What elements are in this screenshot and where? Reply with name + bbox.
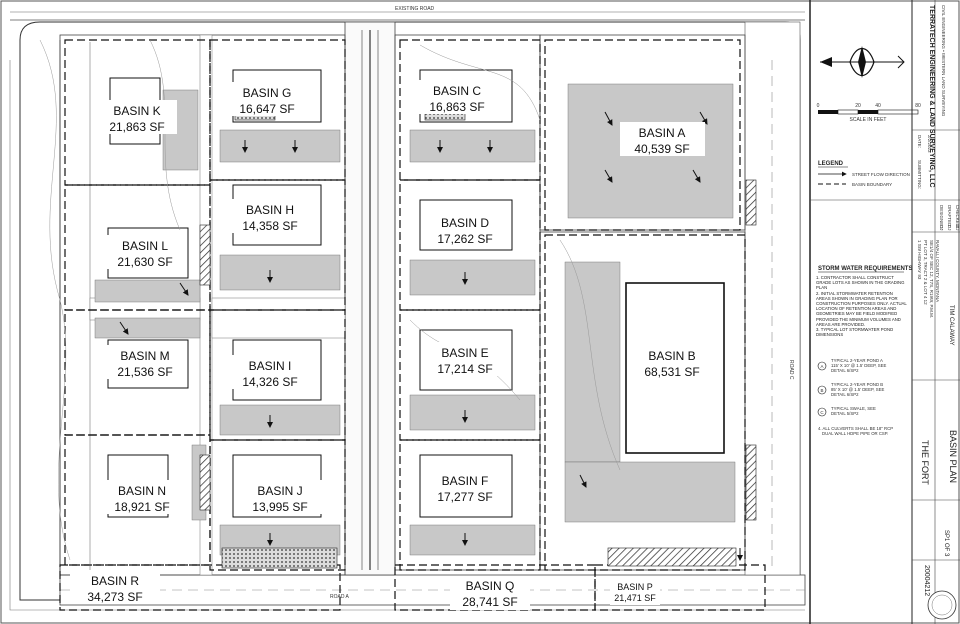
submitting-label: SUBMITTING: [917,160,922,189]
pond-a-key: A [820,364,823,369]
storm-water-notes: STORM WATER REQUIREMENTS 1. CONTRACTOR S… [816,266,912,436]
basin-n-name: BASIN N [118,484,166,498]
basin-c-name: BASIN C [433,84,481,98]
company-logo: TERRATECH ENGINEERING & LAND SURVEYING, … [928,5,946,188]
location-line-3: SE1/4 OF SEC 12, T7S, R19W, P.M.M. [929,240,934,318]
storm-note-4-line-1: 4. ALL CULVERTS SHALL BE 18" RCP [818,426,893,431]
basin-f-name: BASIN F [442,474,489,488]
swale-c-key: C [820,410,824,415]
existing-road-label: EXISTING ROAD [395,6,435,12]
designed-value: DJ [939,225,944,231]
basin-r-area: 34,273 SF [87,590,142,604]
basin-l-name: BASIN L [122,239,168,253]
client-name: TIM CALAWAY [948,305,954,345]
basin-h-name: BASIN H [246,203,294,217]
basin-m-name: BASIN M [120,349,169,363]
storm-note-4-line-2: DUAL WALL HDPE PIPE OR CSP. [822,431,888,436]
pond-a-line-3: DETAIL 6/SP2 [831,368,859,373]
title-block: TERRATECH ENGINEERING & LAND SURVEYING, … [810,0,960,624]
location-line-1: 1 SW HIGHWAY 93 [917,240,922,280]
basin-p-name: BASIN P [617,582,653,592]
company-sub: CIVIL ENGINEERING • WESTERN LAND SURVEYI… [941,5,946,117]
storm-note-1: 1. CONTRACTOR SHALL CONSTRUCT GRADE LOTS… [816,275,905,291]
basin-m-area: 21,536 SF [117,365,172,379]
basin-k-area: 21,863 SF [109,120,164,134]
drafted-label: DRAFTED: [947,205,952,228]
basin-c-area: 16,863 SF [429,100,484,114]
legend-item-flow: STREET FLOW DIRECTION [852,172,910,177]
pond-b: B TYPICAL 2-YEAR POND B 85' X 10' @ 1.5'… [817,382,884,397]
basin-q-name: BASIN Q [466,579,515,593]
basin-g-area: 16,647 SF [239,102,294,116]
scale-caption: SCALE IN FEET [850,117,887,123]
basin-i-name: BASIN I [249,359,292,373]
basin-g-name: BASIN G [243,86,292,100]
pond-b-line-2: 85' X 10' @ 1.5' DEEP, SEE [831,387,884,392]
pond-b-line-1: TYPICAL 2-YEAR POND B [831,382,883,387]
basin-j-area: 13,995 SF [252,500,307,514]
designed-label: DESIGNED: [939,205,944,230]
basin-p-area: 21,471 SF [614,593,656,603]
pond-a-line-2: 115' X 10' @ 1.5' DEEP, SEE [831,363,887,368]
storm-title: STORM WATER REQUIREMENTS [818,266,912,272]
checked-label: CHECKED: [955,205,960,228]
basin-e-name: BASIN E [441,346,488,360]
drafted-value: DJ [947,225,952,231]
swale-c: C TYPICAL SWALE, SEE DETAIL 5/SP2 [817,406,876,417]
sheet-number: SP1 OF 3 [943,530,949,557]
legend-title: LEGEND [818,161,844,167]
project-name: THE FORT [920,440,930,485]
pond-a-line-1: TYPICAL 2-YEAR POND A [831,358,883,363]
basin-j-name: BASIN J [257,484,302,498]
location-line-4: RAVALLI COUNTY, MONTANA [935,240,940,302]
pond-a: A TYPICAL 2-YEAR POND A 115' X 10' @ 1.5… [817,358,887,373]
legend-item-boundary: BASIN BOUNDARY [852,182,892,187]
site-plan: EXISTING ROAD ROAD A ROAD C [9,6,806,611]
pond-b-key: B [820,388,823,393]
storm-note-3: 3. TYPICAL LOT STORMWATER POND DIMENSION… [816,327,894,338]
checked-value: DJ [955,225,960,231]
road-c-label: ROAD C [788,360,794,380]
north-arrow-icon [820,46,905,78]
scale-tick-20: 20 [855,103,861,109]
scale-tick-40: 40 [875,103,881,109]
date-value: 2/2/2023 [927,135,932,153]
basin-d-name: BASIN D [441,216,489,230]
basin-h-area: 14,358 SF [242,219,297,233]
legend: LEGEND STREET FLOW DIRECTION BASIN BOUND… [818,161,910,187]
basin-q-area: 28,741 SF [462,595,517,609]
basin-l-area: 21,630 SF [117,255,172,269]
project-number: 20004212 [923,565,930,596]
basin-f-area: 17,277 SF [437,490,492,504]
basin-b-area: 68,531 SF [644,365,699,379]
scale-bar: 0 20 40 80 SCALE IN FEET [817,103,921,123]
date-label: DATE: [917,135,922,148]
basin-n-area: 18,921 SF [114,500,169,514]
basin-r-name: BASIN R [91,574,139,588]
basin-a-name: BASIN A [639,126,686,140]
basin-e-area: 17,214 SF [437,362,492,376]
company-name: TERRATECH ENGINEERING & LAND SURVEYING, … [928,5,935,188]
sheet-title: BASIN PLAN [948,430,958,483]
basin-a-area: 40,539 SF [634,142,689,156]
swale-c-line-2: DETAIL 5/SP2 [831,411,859,416]
scale-tick-80: 80 [915,103,921,109]
pond-b-line-3: DETAIL 6/SP2 [831,392,859,397]
basin-i-area: 14,326 SF [242,375,297,389]
scale-tick-0: 0 [817,103,820,109]
basin-d-area: 17,262 SF [437,232,492,246]
storm-note-2: 2. INITIAL STORMWATER RETENTION AREAS SH… [816,290,907,327]
basin-labels: BASIN K 21,863 SF BASIN G 16,647 SF BASI… [70,80,715,610]
swale-c-line-1: TYPICAL SWALE, SEE [831,406,876,411]
location-line-2: PT LOT 3, TRACT 2 & LOT 4 12 [923,240,928,305]
basin-k-name: BASIN K [113,104,160,118]
basin-b-name: BASIN B [648,349,695,363]
